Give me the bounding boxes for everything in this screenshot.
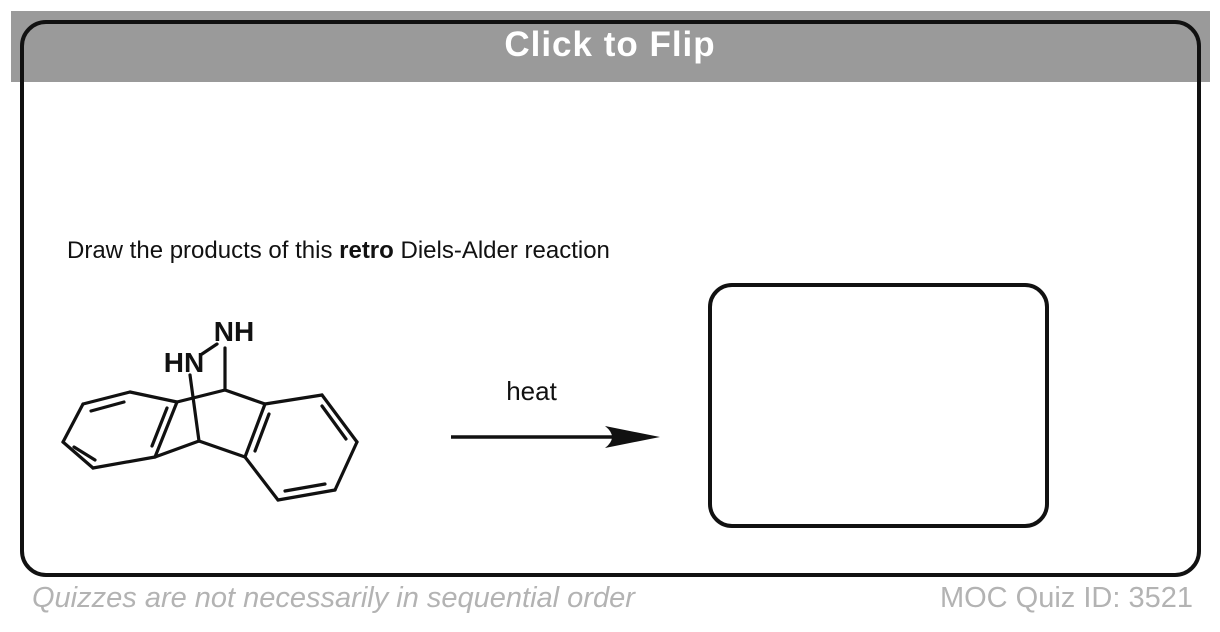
nh-top-atom-label: NH xyxy=(214,316,254,347)
central-ring-bonds xyxy=(153,388,267,459)
reaction-arrow-icon xyxy=(451,426,660,448)
flashcard[interactable] xyxy=(20,20,1201,577)
reaction-condition-label: heat xyxy=(506,376,557,406)
question-text: Draw the products of this retro Diels-Al… xyxy=(67,237,610,265)
footer-sequential-note: Quizzes are not necessarily in sequentia… xyxy=(32,582,635,614)
flip-banner-label[interactable]: Click to Flip xyxy=(504,25,716,64)
question-before: Draw the products of this xyxy=(67,237,340,264)
left-benzene-ring xyxy=(61,390,179,470)
hn-left-atom-label: HN xyxy=(164,347,204,378)
hydrazine-bridge-bonds xyxy=(188,342,227,443)
quiz-id-label: MOC Quiz ID: 3521 xyxy=(939,582,1193,614)
right-benzene-ring xyxy=(243,393,359,502)
answer-placeholder-box xyxy=(708,283,1049,528)
reactant-molecule-drawing: NH HN xyxy=(61,316,359,502)
question-after: Diels-Alder reaction xyxy=(393,237,610,264)
question-emphasis: retro xyxy=(339,237,394,264)
